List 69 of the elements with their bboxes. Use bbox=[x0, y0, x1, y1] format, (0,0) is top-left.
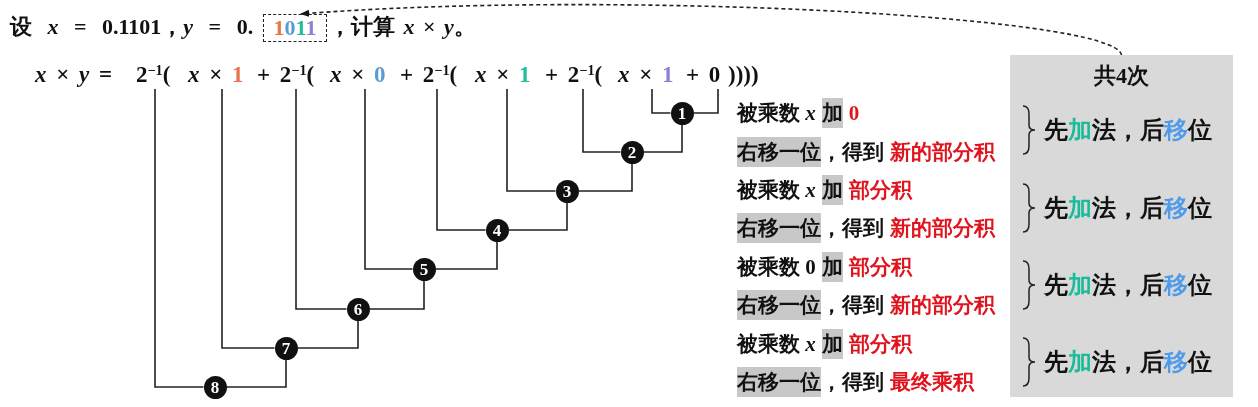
numbered-circle: 7 bbox=[274, 336, 298, 360]
highlighted-text: 右移一位 bbox=[737, 367, 821, 397]
arrow bbox=[300, 3, 1123, 56]
formula-term: x × 1 bbox=[618, 61, 674, 89]
numbered-circle: 5 bbox=[412, 257, 436, 281]
emphasis-text: 新的部分积 bbox=[890, 215, 995, 242]
step-text: ，得到 bbox=[821, 292, 884, 319]
step-text: ，得到 bbox=[821, 215, 884, 242]
step-text: ，得到 bbox=[821, 139, 884, 166]
highlighted-text: 加 bbox=[821, 175, 843, 205]
connector-line bbox=[225, 358, 287, 388]
highlighted-text: 右移一位 bbox=[737, 290, 821, 320]
emphasis-text: 部分积 bbox=[848, 254, 912, 281]
connector-line bbox=[577, 162, 633, 192]
summary-text: 先加法，后移位 bbox=[1044, 194, 1212, 223]
summary-text: 先加法，后移位 bbox=[1044, 271, 1212, 300]
emphasis-text: 部分积 bbox=[848, 177, 912, 204]
numbered-circle: 8 bbox=[203, 375, 227, 399]
numbered-circle: 3 bbox=[555, 179, 579, 203]
emphasis-text: 新的部分积 bbox=[890, 139, 995, 166]
numbered-circle: 4 bbox=[485, 218, 509, 242]
summary-text: 先加法，后移位 bbox=[1044, 116, 1212, 145]
numbered-circle: 1 bbox=[670, 101, 694, 125]
highlighted-text: 加 bbox=[821, 329, 843, 359]
dashed-highlight-box: 1011 bbox=[263, 14, 327, 42]
formula-text: x × y = bbox=[35, 61, 113, 89]
connector-line bbox=[364, 88, 414, 270]
formula-term: x × 0 bbox=[330, 61, 386, 89]
formula-term: x × 1 bbox=[475, 61, 531, 89]
formula-term: + 2$^{−1}$( bbox=[400, 61, 458, 89]
formula-term: x × 1 bbox=[188, 61, 244, 89]
connector-line bbox=[651, 88, 672, 114]
connector-line bbox=[436, 88, 487, 231]
emphasis-text: 0 bbox=[848, 100, 860, 126]
emphasis-text: 新的部分积 bbox=[890, 292, 995, 319]
numbered-circle: 2 bbox=[620, 140, 644, 164]
highlighted-text: 右移一位 bbox=[737, 137, 821, 167]
connector-line bbox=[368, 279, 425, 310]
connector-line bbox=[434, 240, 498, 270]
connector-line bbox=[221, 88, 276, 349]
step-text: 被乘数 x bbox=[737, 100, 816, 127]
connector-line bbox=[582, 88, 622, 153]
summary-panel bbox=[1010, 55, 1233, 397]
formula-text: )))) bbox=[728, 61, 759, 89]
connector-line bbox=[506, 88, 557, 192]
summary-text: 先加法，后移位 bbox=[1044, 348, 1212, 377]
problem-statement: ，计算 x × y。 bbox=[329, 13, 476, 41]
numbered-circle: 6 bbox=[346, 297, 370, 321]
formula-term: + 2$^{−1}$( bbox=[545, 61, 603, 89]
highlighted-text: 右移一位 bbox=[737, 213, 821, 243]
connector-line bbox=[296, 319, 359, 349]
emphasis-text: 最终乘积 bbox=[890, 369, 974, 396]
step-text: 被乘数 x bbox=[737, 331, 816, 358]
connector-line bbox=[507, 201, 568, 231]
highlighted-text: 加 bbox=[821, 252, 843, 282]
formula-term: + 2$^{−1}$( bbox=[257, 61, 315, 89]
formula-term: 2$^{−1}$( bbox=[136, 61, 171, 89]
step-text: ，得到 bbox=[821, 369, 884, 396]
highlighted-text: 加 bbox=[821, 98, 843, 128]
step-text: 被乘数 0 bbox=[737, 254, 816, 281]
emphasis-text: 部分积 bbox=[848, 331, 912, 358]
problem-statement: 设 x = 0.1101，y = 0. bbox=[10, 13, 254, 41]
panel-heading: 共4次 bbox=[1093, 62, 1150, 90]
connector-line bbox=[295, 88, 348, 310]
step-text: 被乘数 x bbox=[737, 177, 816, 204]
formula-term: + 0 bbox=[686, 61, 721, 89]
connector-line bbox=[642, 123, 683, 153]
connector-line bbox=[154, 88, 205, 388]
connector-line bbox=[692, 88, 719, 114]
